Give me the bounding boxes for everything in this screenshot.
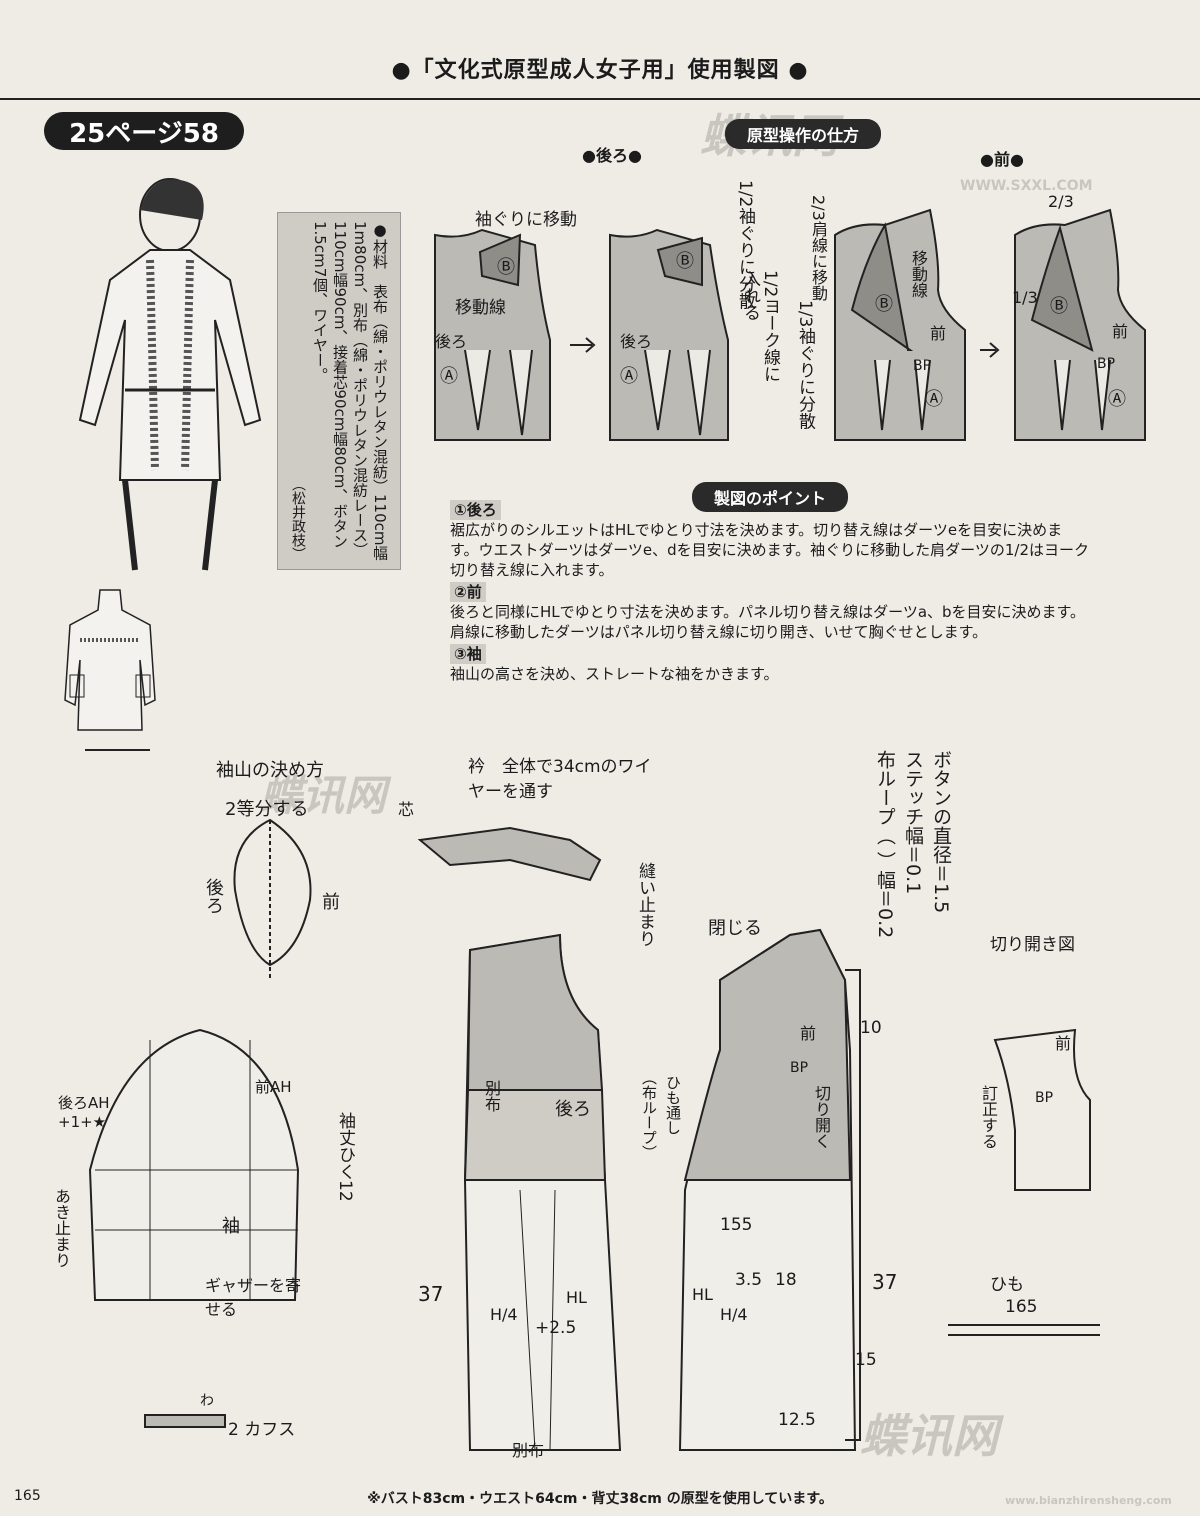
garment-front-illustration [78, 178, 262, 571]
label-h4-back: H/4 [490, 1305, 518, 1324]
label-cut-open-bp: BP [1035, 1090, 1054, 1106]
watermark-brand-bottom: 蝶讯网 [860, 1409, 998, 1463]
point-1-text: 裾広がりのシルエットはHLでゆとり寸法を決めます。切り替え線はダーツeを目安に決… [450, 521, 1089, 579]
label-correct: 訂正する [979, 1085, 998, 1149]
label-h4-plus: +2.5 [535, 1318, 577, 1338]
label-separate-cloth-bottom: 別布 [512, 1441, 545, 1460]
drafting-points: ①後ろ裾広がりのシルエットはHLでゆとり寸法を決めます。切り替え線はダーツeを目… [450, 500, 1090, 686]
label-sew-stop: 縫い止まり [635, 862, 655, 947]
label-third-armhole: 1/3袖ぐりに分散 [795, 300, 815, 430]
materials-box: ●材料 表布（綿・ポリウレタン混紡）110cm幅1m80cm、別布（綿・ポリウレ… [277, 212, 401, 570]
point-3-number: ③袖 [450, 644, 486, 664]
label-two-thirds-shoulder: 2/3肩線に移動 [809, 195, 828, 301]
section-operation-label: 原型操作の仕方 [725, 119, 882, 149]
materials-author: （松井政枝） [290, 477, 306, 561]
label-sleeve-length: 袖丈ひく12 [335, 1112, 355, 1202]
label-cut-open-front: 前 [1055, 1034, 1072, 1053]
label-12-5: 12.5 [778, 1410, 816, 1430]
label-3-5: 3.5 [735, 1270, 763, 1290]
label-front-body-bp: BP [790, 1060, 809, 1076]
section-front-label: ●前● [980, 150, 1024, 169]
materials-text: ●材料 表布（綿・ポリウレタン混紡）110cm幅1m80cm、別布（綿・ポリウレ… [311, 221, 389, 561]
point-2-number: ②前 [450, 582, 486, 602]
label-sleeve: 袖 [222, 1216, 240, 1237]
label-separate-cloth-back: 別布 [482, 1080, 501, 1112]
footer-page-number: 165 [14, 1488, 41, 1504]
label-b-back-2: Ⓑ [676, 251, 694, 272]
label-back-1: 後ろ [435, 332, 468, 351]
label-155: 155 [720, 1215, 753, 1235]
garment-back-illustration [64, 589, 156, 751]
label-cut-open-view: 切り開き図 [990, 935, 1075, 955]
label-h4-front: H/4 [720, 1305, 748, 1324]
watermark-site-bottom: www.bianzhirensheng.com [1005, 1494, 1172, 1507]
label-cuffs: 2 カフス [228, 1420, 296, 1440]
label-hl-front: HL [692, 1285, 713, 1304]
label-37-back: 37 [418, 1282, 444, 1306]
label-back-2: 後ろ [620, 332, 653, 351]
page-reference-badge: 25ページ58 [44, 112, 244, 150]
section-points-label: 製図のポイント [692, 482, 849, 512]
label-interfacing: 芯 [398, 800, 415, 819]
label-18: 18 [775, 1270, 797, 1290]
label-move-line-back: 移動線 [455, 298, 506, 318]
label-a-back-1: Ⓐ [440, 366, 458, 387]
point-2-text: 後ろと同様にHLでゆとり寸法を決めます。パネル切り替え線はダーツa、bを目安に決… [450, 603, 1086, 641]
label-a-front-1: Ⓐ [925, 389, 943, 410]
label-half-yoke: 1/2ヨーク線に入れる [740, 270, 780, 383]
label-10: 10 [860, 1018, 882, 1038]
header-divider [0, 98, 1200, 100]
label-cloth-loop-width: 布ループ（ ）幅＝0.2 [874, 750, 896, 939]
label-15: 15 [855, 1350, 877, 1370]
label-button-diameter: ボタンの直径＝1.5 [930, 750, 952, 914]
label-hl-back: HL [566, 1288, 587, 1307]
watermark-site-top: WWW.SXXL.COM [960, 178, 1093, 194]
label-opening-stop: あき止まり [52, 1188, 71, 1268]
label-tie: ひも [990, 1275, 1024, 1295]
label-cloth-loop: （布ループ） [640, 1070, 658, 1160]
page-header-title: ●「文化式原型成人女子用」使用製図 ● [391, 58, 809, 83]
label-back-ah: 後ろAH +1+★ [58, 1094, 110, 1131]
point-1-number: ①後ろ [450, 500, 501, 520]
label-a-front-2: Ⓐ [1108, 389, 1126, 410]
label-37-front: 37 [872, 1270, 898, 1294]
section-back-label: ●後ろ● [582, 146, 642, 165]
label-a-back-2: Ⓐ [620, 366, 638, 387]
label-two-thirds: 2/3 [1048, 192, 1074, 211]
label-stitch-width: ステッチ幅＝0.1 [902, 750, 924, 895]
label-move-line-front: 移動線 [909, 250, 928, 298]
pattern-drafting-diagram [88, 818, 1100, 1451]
label-sleeve-back: 後ろ [203, 878, 224, 914]
label-one-third: 1/3 [1012, 288, 1038, 307]
label-b-back-1: Ⓑ [497, 257, 515, 278]
label-b-front-1: Ⓑ [875, 294, 893, 315]
label-bp-front-1: BP [913, 358, 932, 374]
label-back-body: 後ろ [555, 1099, 591, 1120]
label-sleeve-cap-title: 袖山の決め方 [216, 760, 324, 781]
label-sleeve-front: 前 [322, 892, 340, 913]
label-close: 閉じる [708, 918, 762, 939]
label-armhole-move: 袖ぐりに移動 [475, 210, 577, 230]
label-collar-wire: 衿 全体で34cmのワイヤーを通す [468, 757, 652, 802]
label-front-2: 前 [1112, 322, 1129, 341]
label-front-1: 前 [930, 324, 947, 343]
watermark-brand-middle: 蝶讯网 [260, 771, 387, 820]
label-front-body: 前 [800, 1024, 817, 1043]
label-half-armhole-disperse: 1/2袖ぐりに分散 [735, 180, 755, 310]
label-divide-two: 2等分する [225, 799, 309, 820]
label-cut-open: 切り開く [812, 1085, 831, 1149]
label-front-ah: 前AH [255, 1078, 292, 1096]
point-3-text: 袖山の高さを決め、ストレートな袖をかきます。 [450, 665, 779, 683]
label-gather: ギャザーを寄せる [205, 1276, 302, 1319]
label-fold: わ [200, 1393, 214, 1409]
label-b-front-2: Ⓑ [1050, 296, 1068, 317]
footer-note: ※バスト83cm・ウエスト64cm・背丈38cm の原型を使用しています。 [367, 1491, 833, 1507]
label-165-tie: 165 [1005, 1297, 1038, 1317]
label-bp-front-2: BP [1097, 356, 1116, 372]
pattern-transform-diagram [434, 208, 1146, 441]
label-tie-through: ひも通し [664, 1075, 682, 1135]
